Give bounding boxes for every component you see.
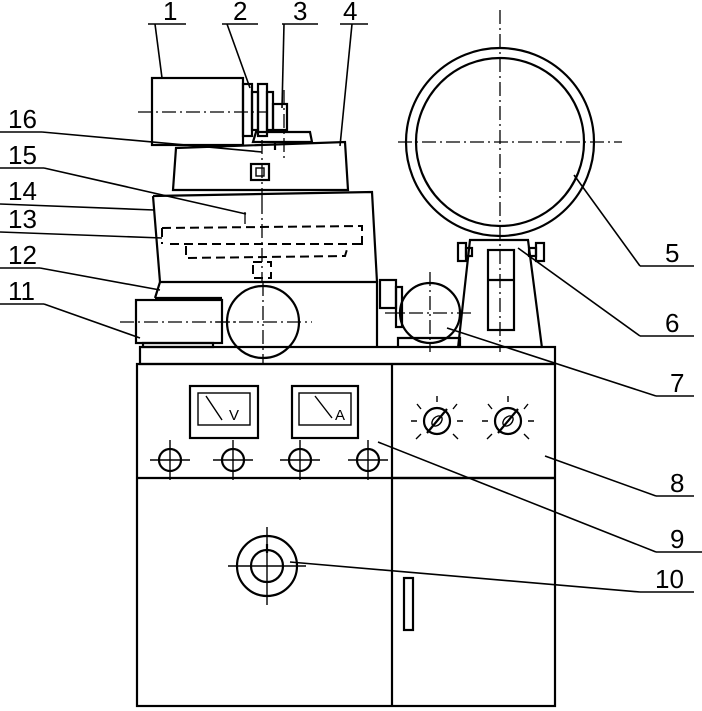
gearbox-13-14 — [151, 190, 379, 283]
wheel-5 — [398, 10, 622, 352]
indicator-light-4 — [348, 440, 388, 480]
callout-6: 6 — [665, 308, 679, 338]
callout-11: 11 — [8, 276, 35, 306]
control-knob-1 — [411, 396, 463, 440]
callout-12: 12 — [8, 240, 37, 270]
bracket-16 — [251, 130, 314, 150]
support-column-6 — [456, 238, 546, 349]
control-cabinet — [135, 345, 557, 708]
callout-4: 4 — [343, 0, 357, 26]
control-knob-2 — [482, 396, 534, 440]
callout-3: 3 — [293, 0, 307, 26]
coupling-2 — [241, 82, 275, 138]
callout-8: 8 — [670, 468, 684, 498]
voltmeter: V — [188, 384, 260, 440]
motor-7 — [378, 272, 475, 352]
door-handle — [402, 576, 415, 632]
ammeter: A — [290, 384, 360, 440]
callout-14: 14 — [8, 176, 37, 206]
main-switch — [228, 527, 306, 605]
lower-housing-12 — [153, 280, 379, 365]
control-knobs — [411, 396, 534, 440]
callout-5: 5 — [665, 238, 679, 268]
indicator-light-1 — [150, 440, 190, 480]
upper-housing-4 — [171, 140, 350, 200]
callout-labels: 1 2 3 4 5 6 7 8 9 10 11 12 13 14 15 16 — [8, 0, 684, 594]
callout-16: 16 — [8, 104, 37, 134]
callout-13: 13 — [8, 204, 37, 234]
callout-10: 10 — [655, 564, 684, 594]
indicator-light-2 — [213, 440, 253, 480]
callout-2: 2 — [233, 0, 247, 26]
callout-7: 7 — [670, 368, 684, 398]
indicator-lights — [150, 440, 388, 480]
leader-lines — [0, 23, 702, 593]
callout-15: 15 — [8, 140, 37, 170]
gear-3 — [271, 90, 289, 160]
motor-11 — [120, 298, 240, 349]
callout-1: 1 — [163, 0, 177, 26]
ammeter-label: A — [335, 407, 345, 424]
voltmeter-label: V — [229, 407, 239, 424]
indicator-light-3 — [280, 440, 320, 480]
callout-9: 9 — [670, 524, 684, 554]
